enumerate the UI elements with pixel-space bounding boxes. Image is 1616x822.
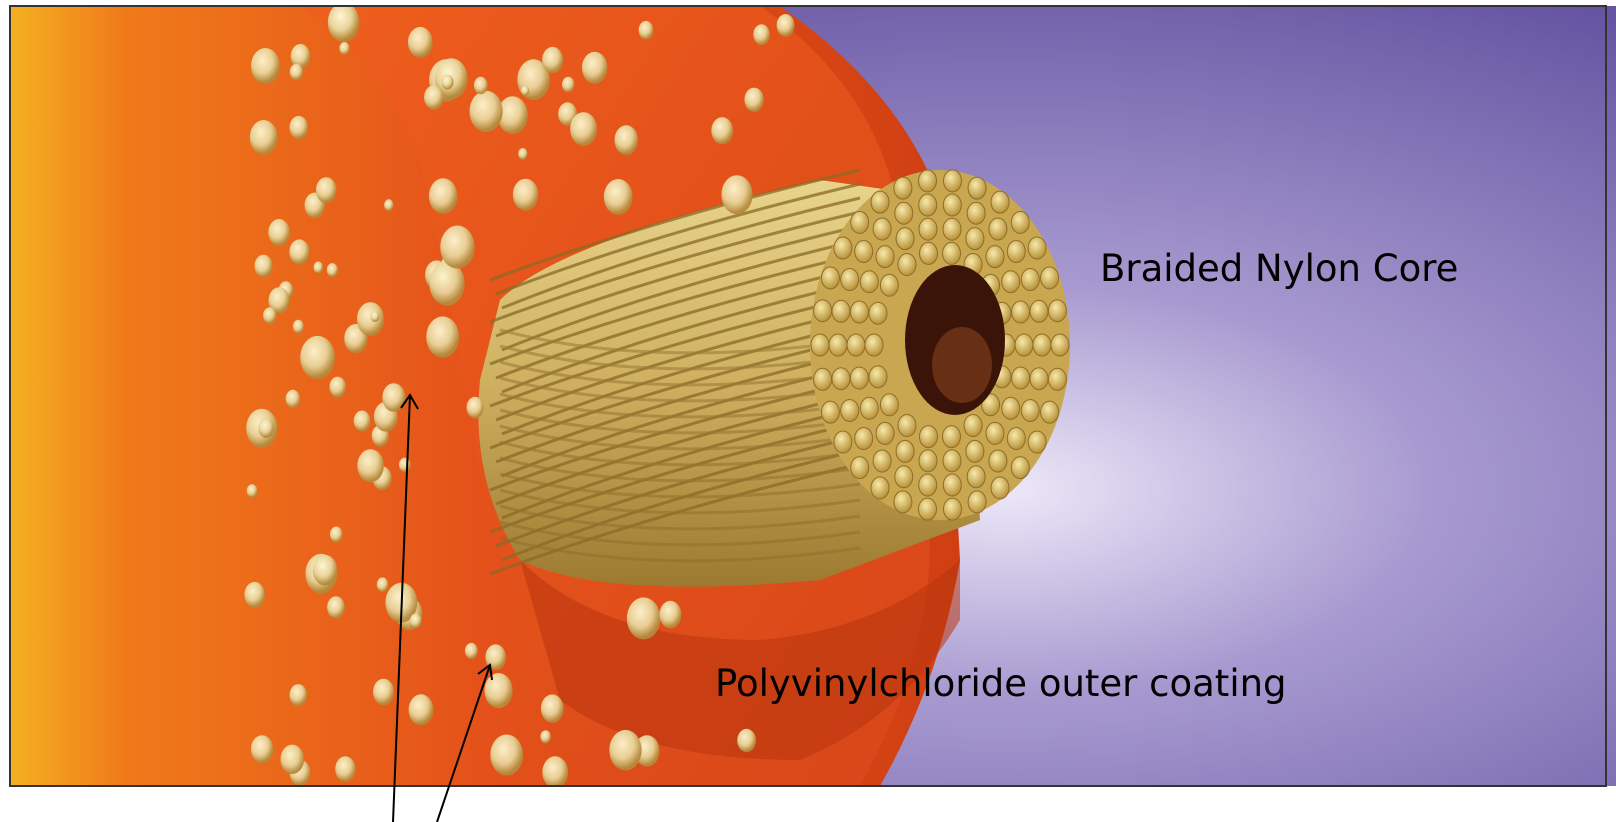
core-hollow-inner xyxy=(932,327,992,403)
braided-nylon-core-label: Braided Nylon Core xyxy=(1100,250,1458,287)
pvc-outer-coating-label: Polyvinylchloride outer coating xyxy=(715,665,1287,702)
